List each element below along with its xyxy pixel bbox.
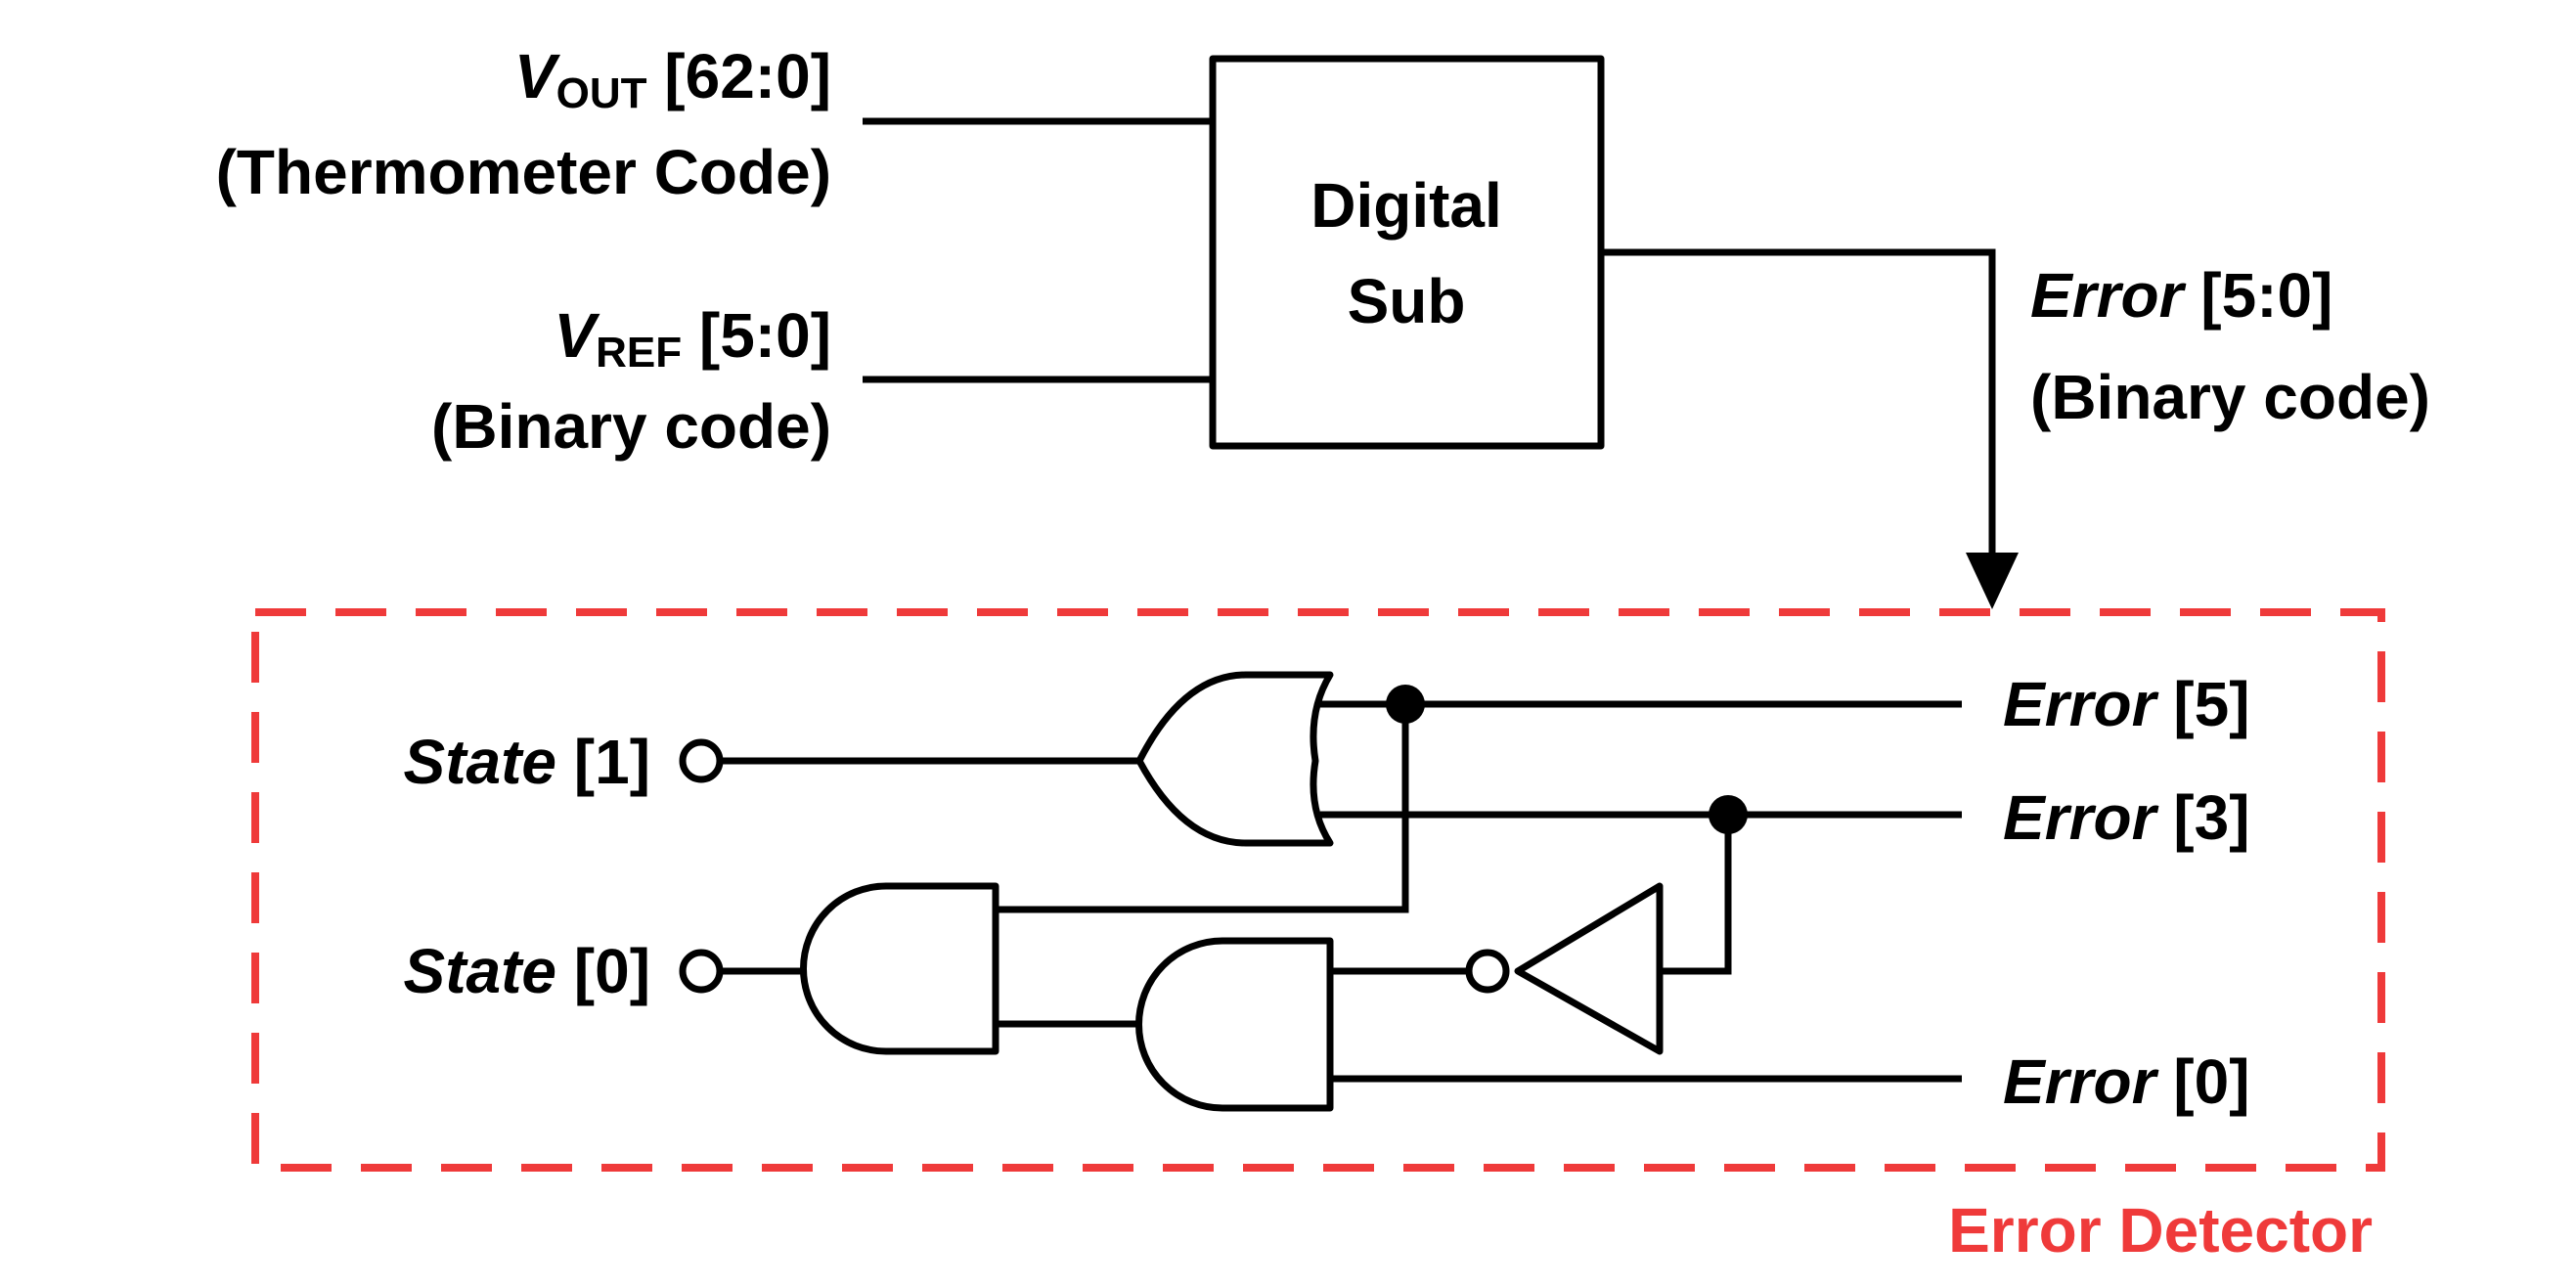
state-1-pin bbox=[679, 738, 724, 783]
vout-code-label: (Thermometer Code) bbox=[216, 137, 831, 207]
error-bus-wire bbox=[1601, 248, 1996, 559]
error-3-label: Error [3] bbox=[2003, 782, 2250, 853]
and-gate-1 bbox=[800, 882, 999, 1055]
error-3-junction-dot bbox=[1709, 795, 1748, 834]
inverter-gate bbox=[1514, 882, 1664, 1055]
and-gate-2 bbox=[1135, 937, 1334, 1112]
digital-sub-line1: Digital bbox=[1310, 170, 1502, 241]
vref-code-label: (Binary code) bbox=[431, 391, 831, 462]
digital-sub-line2: Sub bbox=[1348, 266, 1466, 336]
state-0-pin bbox=[679, 949, 724, 994]
error-5-label: Error [5] bbox=[2003, 669, 2250, 739]
error-detector-title: Error Detector bbox=[1948, 1195, 2373, 1266]
error-0-label: Error [0] bbox=[2003, 1046, 2250, 1117]
error-bus-label: Error [5:0] bbox=[2030, 260, 2332, 331]
state-1-label: State [1] bbox=[404, 727, 651, 797]
error-detector-boundary bbox=[251, 608, 2385, 1172]
error-5-feedback-wire bbox=[996, 704, 1409, 913]
error-3-feedback-wire bbox=[1660, 815, 1732, 975]
error-bus-arrowhead bbox=[1966, 553, 2019, 609]
state-0-label: State [0] bbox=[404, 936, 651, 1006]
vref-label: VREF [5:0] bbox=[554, 300, 831, 377]
error-5-junction-dot bbox=[1386, 685, 1425, 724]
inverter-bubble bbox=[1465, 949, 1510, 994]
or-gate bbox=[1135, 671, 1334, 847]
error-bus-code-label: (Binary code) bbox=[2030, 362, 2430, 432]
vout-label: VOUT [62:0] bbox=[514, 41, 831, 117]
digital-sub-block bbox=[1209, 55, 1605, 450]
